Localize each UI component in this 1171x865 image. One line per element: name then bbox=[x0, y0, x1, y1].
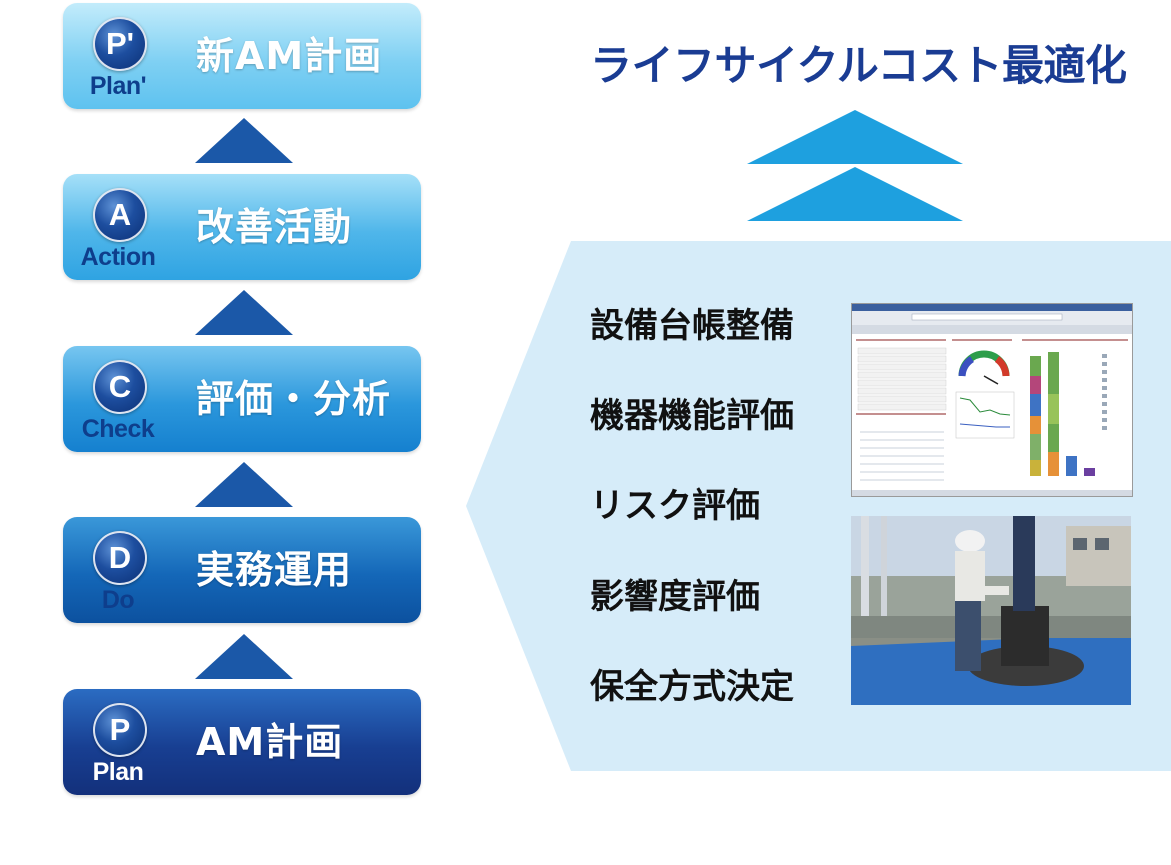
step-check: C Check 評価・分析 bbox=[63, 346, 421, 452]
software-screenshot-image bbox=[851, 303, 1133, 497]
step-title: 改善活動 bbox=[196, 205, 353, 249]
step-sub-label: Check bbox=[81, 415, 155, 443]
activity-item: 機器機能評価 bbox=[590, 396, 794, 436]
goal-title: ライフサイクルコスト最適化 bbox=[590, 41, 1127, 90]
up-arrow-icon bbox=[195, 634, 293, 679]
up-arrow-icon bbox=[195, 462, 293, 507]
goal-arrow-upper-icon bbox=[747, 110, 963, 164]
step-sub-label: Action bbox=[80, 243, 156, 271]
goal-arrow-lower-icon bbox=[747, 167, 963, 221]
step-title: 実務運用 bbox=[196, 548, 353, 592]
step-plan-prime: P' Plan' 新AM計画 bbox=[63, 3, 421, 109]
activity-item: 保全方式決定 bbox=[590, 667, 794, 707]
step-action: A Action 改善活動 bbox=[63, 174, 421, 280]
up-arrow-icon bbox=[195, 290, 293, 335]
activity-item: 設備台帳整備 bbox=[590, 306, 794, 346]
activity-item: 影響度評価 bbox=[590, 577, 760, 617]
step-letter-badge: P' bbox=[93, 17, 147, 71]
step-sub-label: Do bbox=[101, 586, 135, 614]
step-letter-badge: A bbox=[93, 188, 147, 242]
activity-item: リスク評価 bbox=[590, 486, 760, 526]
step-title: 評価・分析 bbox=[196, 377, 392, 421]
up-arrow-icon bbox=[195, 118, 293, 163]
step-title: AM計画 bbox=[196, 720, 344, 764]
step-sub-label: Plan bbox=[92, 758, 144, 786]
step-sub-label: Plan' bbox=[89, 72, 147, 100]
step-do: D Do 実務運用 bbox=[63, 517, 421, 623]
step-plan: P Plan AM計画 bbox=[63, 689, 421, 795]
step-title: 新AM計画 bbox=[196, 34, 383, 78]
inspection-photo-image bbox=[851, 516, 1131, 705]
step-letter-badge: P bbox=[93, 703, 147, 757]
step-letter-badge: D bbox=[93, 531, 147, 585]
step-letter-badge: C bbox=[93, 360, 147, 414]
